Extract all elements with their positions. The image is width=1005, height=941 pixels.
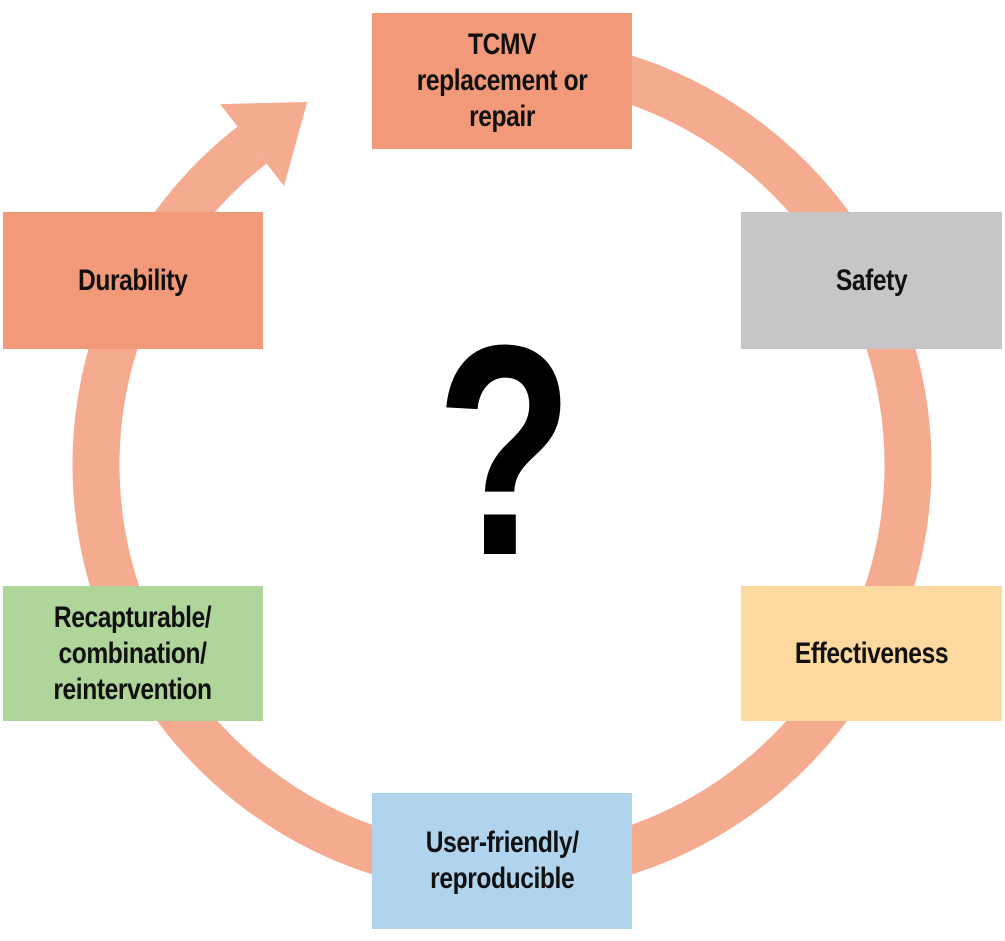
step-label: User-friendly/ reproducible — [425, 826, 579, 895]
step-label: Durability — [78, 263, 188, 297]
step-durability: Durability — [3, 212, 263, 349]
question-mark-glyph: ? — [436, 282, 574, 618]
step-tcmv-replacement: TCMV replacement or repair — [372, 13, 632, 149]
step-label: Recapturable/ combination/ reinterventio… — [53, 600, 213, 706]
step-label: Safety — [835, 263, 908, 297]
step-user-friendly: User-friendly/ reproducible — [372, 793, 632, 929]
step-label: TCMV replacement or repair — [416, 28, 588, 133]
question-mark: ? — [430, 300, 580, 600]
step-safety: Safety — [741, 212, 1002, 349]
step-effectiveness: Effectiveness — [741, 586, 1002, 721]
step-recapturable: Recapturable/ combination/ reinterventio… — [3, 586, 263, 721]
step-label: Effectiveness — [794, 636, 949, 670]
arrowhead-icon — [220, 101, 308, 187]
